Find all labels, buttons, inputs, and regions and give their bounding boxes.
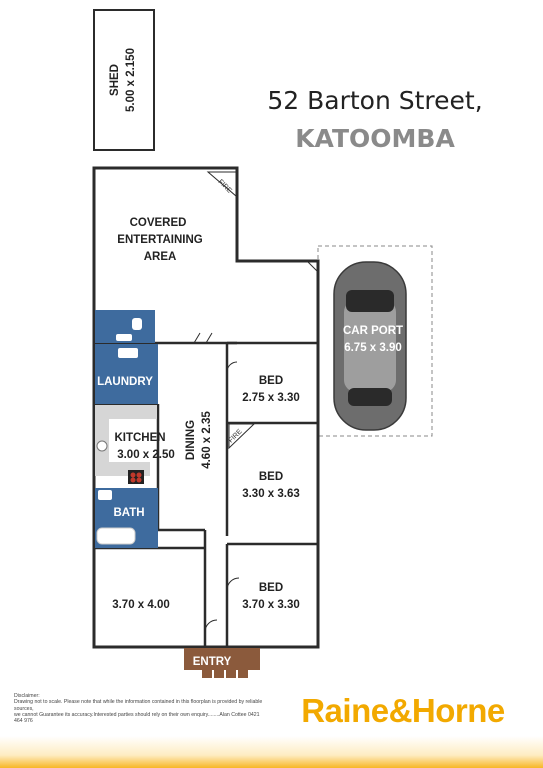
disclaimer-title: Disclaimer: xyxy=(14,693,40,699)
dining-label: DINING xyxy=(185,420,197,460)
bed3-label: BED xyxy=(259,582,283,594)
entry-landing xyxy=(184,648,260,670)
covered-area-line3: AREA xyxy=(144,251,177,263)
cooktop xyxy=(128,470,144,484)
house-walls xyxy=(92,166,320,649)
toilet-fixture xyxy=(132,318,142,330)
kitchen-dimensions: 3.00 x 2.50 xyxy=(117,449,175,461)
car-icon xyxy=(333,261,407,431)
covered-area-line1: COVERED xyxy=(130,217,187,229)
car-windshield xyxy=(346,290,394,312)
fire-marker-2: FIRE xyxy=(227,423,256,450)
kitchen-label: KITCHEN xyxy=(114,432,165,444)
car-roof xyxy=(344,300,396,392)
shed-outline xyxy=(93,9,155,151)
disclaimer: Disclaimer: Drawing not to scale. Please… xyxy=(14,693,264,724)
bench-left xyxy=(95,405,109,475)
bath-label: BATH xyxy=(113,507,144,519)
entry-step-4 xyxy=(238,670,248,678)
laundry-tub xyxy=(118,348,138,358)
bath-vanity xyxy=(98,490,112,500)
dining-dimensions: 4.60 x 2.35 xyxy=(201,411,213,469)
bed2-dimensions: 3.30 x 3.63 xyxy=(242,488,300,500)
bed1-label: BED xyxy=(259,375,283,387)
door-bed3 xyxy=(226,577,240,591)
brand-logo: Raine&Horne xyxy=(301,692,505,729)
burner-4 xyxy=(136,477,142,483)
entry-step-1 xyxy=(202,670,212,678)
fire-triangle-1 xyxy=(206,171,237,198)
door-bed1 xyxy=(226,361,238,373)
shed-dimensions: 5.00 x 2.150 xyxy=(125,48,137,112)
burner-2 xyxy=(136,472,142,478)
carport-label: CAR PORT xyxy=(343,325,403,337)
bench-top xyxy=(95,405,157,419)
door-dining-top xyxy=(193,332,213,344)
bed3-dimensions: 3.70 x 3.30 xyxy=(242,599,300,611)
entry-step-2 xyxy=(214,670,224,678)
door-carport xyxy=(307,261,319,273)
address-suburb: KATOOMBA xyxy=(295,124,455,153)
laundry-label: LAUNDRY xyxy=(97,376,153,388)
entry-step-3 xyxy=(226,670,236,678)
shed: SHED 5.00 x 2.150 xyxy=(93,9,155,151)
burner-3 xyxy=(130,477,136,483)
disclaimer-line1: Drawing not to scale. Please note that w… xyxy=(14,699,263,712)
fire-marker-1: FIRE xyxy=(206,171,237,198)
room-dimensions: 3.70 x 4.00 xyxy=(112,599,170,611)
doors xyxy=(193,261,319,633)
entry: ENTRY xyxy=(184,648,260,678)
entry-label: ENTRY xyxy=(193,656,232,668)
bed2-label: BED xyxy=(259,471,283,483)
bathtub xyxy=(96,527,136,545)
address-line1: 52 Barton Street, xyxy=(267,86,483,115)
covered-area-line2: ENTERTAINING xyxy=(117,234,202,246)
brand-gradient-band xyxy=(0,736,543,768)
car-rear-window xyxy=(348,388,392,406)
shed-label: SHED xyxy=(109,64,121,96)
disclaimer-line2: we cannot Guarantee its accuracy.Interes… xyxy=(14,711,260,725)
door-lower-left xyxy=(204,619,218,633)
fire-triangle-2 xyxy=(228,423,256,450)
sink-fixture xyxy=(96,440,108,452)
carport-dimensions: 6.75 x 3.90 xyxy=(344,342,402,354)
basin-fixture xyxy=(116,334,132,341)
kitchen-benches xyxy=(95,405,157,484)
outer-wall xyxy=(92,166,320,649)
bed1-dimensions: 2.75 x 3.30 xyxy=(242,392,300,404)
burner-1 xyxy=(130,472,136,478)
